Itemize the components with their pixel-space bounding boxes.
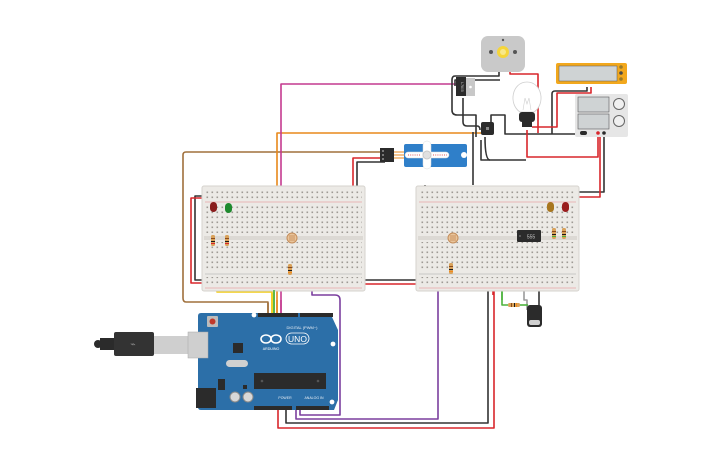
led-red-right[interactable] [562, 202, 569, 212]
arduino-model: UNO [288, 334, 307, 344]
resistor[interactable] [288, 264, 292, 275]
wire-black-right-to-supply[interactable] [575, 135, 605, 193]
wire-purple-a0[interactable] [295, 254, 341, 416]
resistor[interactable] [562, 228, 566, 239]
digital-header-label: DIGITAL (PWM~) [287, 325, 319, 330]
wire-black-servo[interactable] [356, 161, 385, 192]
photoresistor-right[interactable] [447, 232, 459, 244]
dc-motor[interactable] [481, 36, 525, 72]
usb-symbol-icon: ⌁ [130, 339, 135, 349]
wire-red-servo[interactable] [352, 157, 385, 195]
led-orange-right[interactable] [547, 202, 554, 212]
light-bulb[interactable] [512, 81, 542, 127]
arduino-uno[interactable]: DIGITAL (PWM~) ARDUINO UNO POWER ANALOG … [187, 312, 338, 410]
wire-black-regulator-trans[interactable] [462, 98, 481, 131]
multimeter[interactable] [556, 63, 627, 84]
wire-black-motor[interactable] [451, 72, 500, 137]
voltage-regulator[interactable]: L7805 [456, 77, 475, 96]
breadboard-right[interactable] [415, 185, 580, 292]
wire-black-transistor-bulb[interactable] [490, 114, 600, 135]
wire-black-regulator-top[interactable] [454, 79, 500, 86]
wire-green-resistor[interactable] [501, 290, 508, 306]
photoresistor-left[interactable] [286, 232, 298, 244]
usb-cable[interactable]: ⌁ [94, 332, 188, 356]
micro-servo[interactable] [380, 140, 467, 170]
wire-red-multimeter[interactable] [532, 87, 592, 128]
breadboard-left[interactable] [201, 185, 366, 292]
regulator-label: L7805 [460, 82, 464, 92]
ic-555[interactable]: 555 [517, 230, 541, 242]
wire-red-bulb-supply[interactable] [526, 130, 599, 158]
wire-black-trans-breadboard[interactable] [484, 136, 491, 161]
analog-header-label: ANALOG IN [304, 396, 324, 400]
resistors [211, 228, 566, 307]
resistor[interactable] [211, 235, 215, 246]
resistor[interactable] [552, 228, 556, 239]
resistor[interactable] [508, 303, 520, 307]
led-red-left[interactable] [210, 202, 217, 212]
arduino-brand: ARDUINO [263, 347, 280, 351]
power-header-label: POWER [278, 396, 292, 400]
resistor[interactable] [449, 263, 453, 274]
led-green-left[interactable] [225, 203, 232, 213]
transistor[interactable] [481, 122, 494, 135]
wire-red-supply-loop[interactable] [570, 135, 601, 198]
arduino-logo-icon [260, 334, 282, 344]
ic-555-label: 555 [527, 235, 536, 241]
electrolytic-capacitor[interactable] [527, 305, 542, 327]
resistor[interactable] [225, 235, 229, 246]
wire-brown[interactable] [182, 151, 385, 313]
wire-black-gnd[interactable] [285, 282, 489, 424]
wire-black-transistor-down[interactable] [480, 140, 526, 161]
header-wire-stubs [267, 290, 282, 313]
power-supply[interactable] [575, 94, 628, 137]
wire-black-multimeter[interactable] [551, 87, 588, 134]
wire-red-5v[interactable] [277, 285, 495, 429]
